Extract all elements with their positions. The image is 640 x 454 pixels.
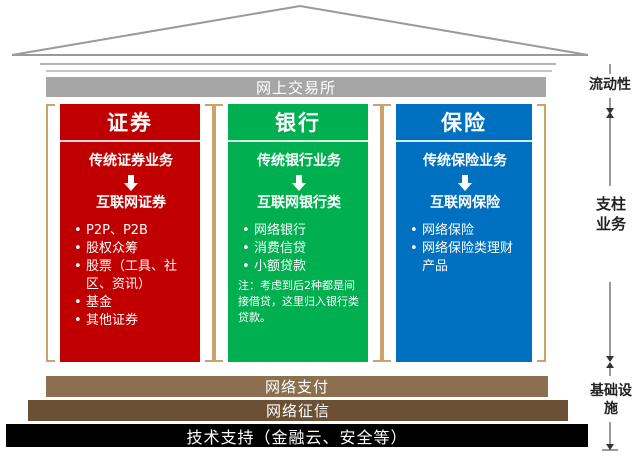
list-item: 网络保险类理财产品 (406, 240, 524, 276)
list-item: 股权众筹 (70, 240, 192, 258)
pillar-insurance-title: 保险 (396, 104, 532, 142)
side-arrows-icon (602, 64, 618, 451)
banking-note: 注：考虑到后2种都是间接借贷，这里归入银行类贷款。 (238, 279, 359, 324)
bracket-right-securities (205, 104, 214, 362)
pillar-banking: 银行 传统银行业务 互联网银行类 网络银行 消费信贷 小额贷款 注：考虑到后2种… (228, 104, 368, 362)
down-arrow-icon (406, 175, 524, 191)
list-item: P2P、P2B (70, 222, 192, 240)
list-item: 基金 (70, 294, 192, 312)
list-item: 网络保险 (406, 222, 524, 240)
side-label-liquidity: 流动性 (589, 77, 631, 93)
network-payment-bar: 网络支付 (46, 376, 548, 397)
bracket-right-banking (373, 104, 382, 362)
securities-item-list: P2P、P2B 股权众筹 股票（工具、社区、资讯） 基金 其他证券 (70, 222, 192, 330)
internet-securities-label: 互联网证券 (96, 195, 166, 211)
tech-support-label: 技术支持（金融云、安全等） (186, 427, 408, 447)
insurance-item-list: 网络保险 网络保险类理财产品 (406, 222, 524, 276)
side-label-infrastructure: 基础设施 (590, 383, 632, 417)
down-arrow-icon (70, 175, 192, 191)
list-item: 其他证券 (70, 312, 192, 330)
list-item: 消费信贷 (238, 240, 360, 258)
pillar-securities-title: 证券 (60, 104, 200, 142)
traditional-insurance-label: 传统保险业务 (423, 153, 507, 169)
pillar-banking-body: 传统银行业务 互联网银行类 网络银行 消费信贷 小额贷款 注：考虑到后2种都是间… (228, 142, 368, 362)
pillar-insurance: 保险 传统保险业务 互联网保险 网络保险 网络保险类理财产品 (396, 104, 532, 362)
roof-outline (11, 4, 589, 72)
traditional-securities-label: 传统证券业务 (89, 153, 173, 169)
internet-insurance-label: 互联网保险 (430, 195, 500, 211)
network-payment-label: 网络支付 (264, 378, 329, 396)
bracket-right-insurance (537, 104, 546, 362)
network-credit-label: 网络征信 (265, 402, 330, 420)
bracket-left-insurance (382, 104, 391, 362)
pillar-insurance-body: 传统保险业务 互联网保险 网络保险 网络保险类理财产品 (396, 142, 532, 362)
pillar-securities: 证券 传统证券业务 互联网证券 P2P、P2B 股权众筹 股票（工具、社区、资讯… (60, 104, 200, 362)
pillar-banking-title: 银行 (228, 104, 368, 142)
internet-banking-label: 互联网银行类 (257, 195, 341, 211)
bracket-left-securities (46, 104, 55, 362)
list-item: 小额贷款 (238, 258, 360, 276)
online-exchange-label: 网上交易所 (255, 78, 336, 97)
banking-item-list: 网络银行 消费信贷 小额贷款 (238, 222, 360, 276)
online-exchange-bar: 网上交易所 (46, 77, 546, 97)
list-item: 网络银行 (238, 222, 360, 240)
pillar-securities-body: 传统证券业务 互联网证券 P2P、P2B 股权众筹 股票（工具、社区、资讯） 基… (60, 142, 200, 362)
side-label-pillar-business: 支柱业务 (596, 195, 627, 233)
bracket-left-banking (214, 104, 223, 362)
network-credit-bar: 网络征信 (28, 400, 568, 421)
side-annotation: 流动性 支柱业务 基础设施 (580, 64, 640, 454)
tech-support-bar: 技术支持（金融云、安全等） (6, 424, 588, 447)
down-arrow-icon (238, 175, 360, 191)
list-item: 股票（工具、社区、资讯） (70, 258, 192, 294)
traditional-banking-label: 传统银行业务 (257, 153, 341, 169)
